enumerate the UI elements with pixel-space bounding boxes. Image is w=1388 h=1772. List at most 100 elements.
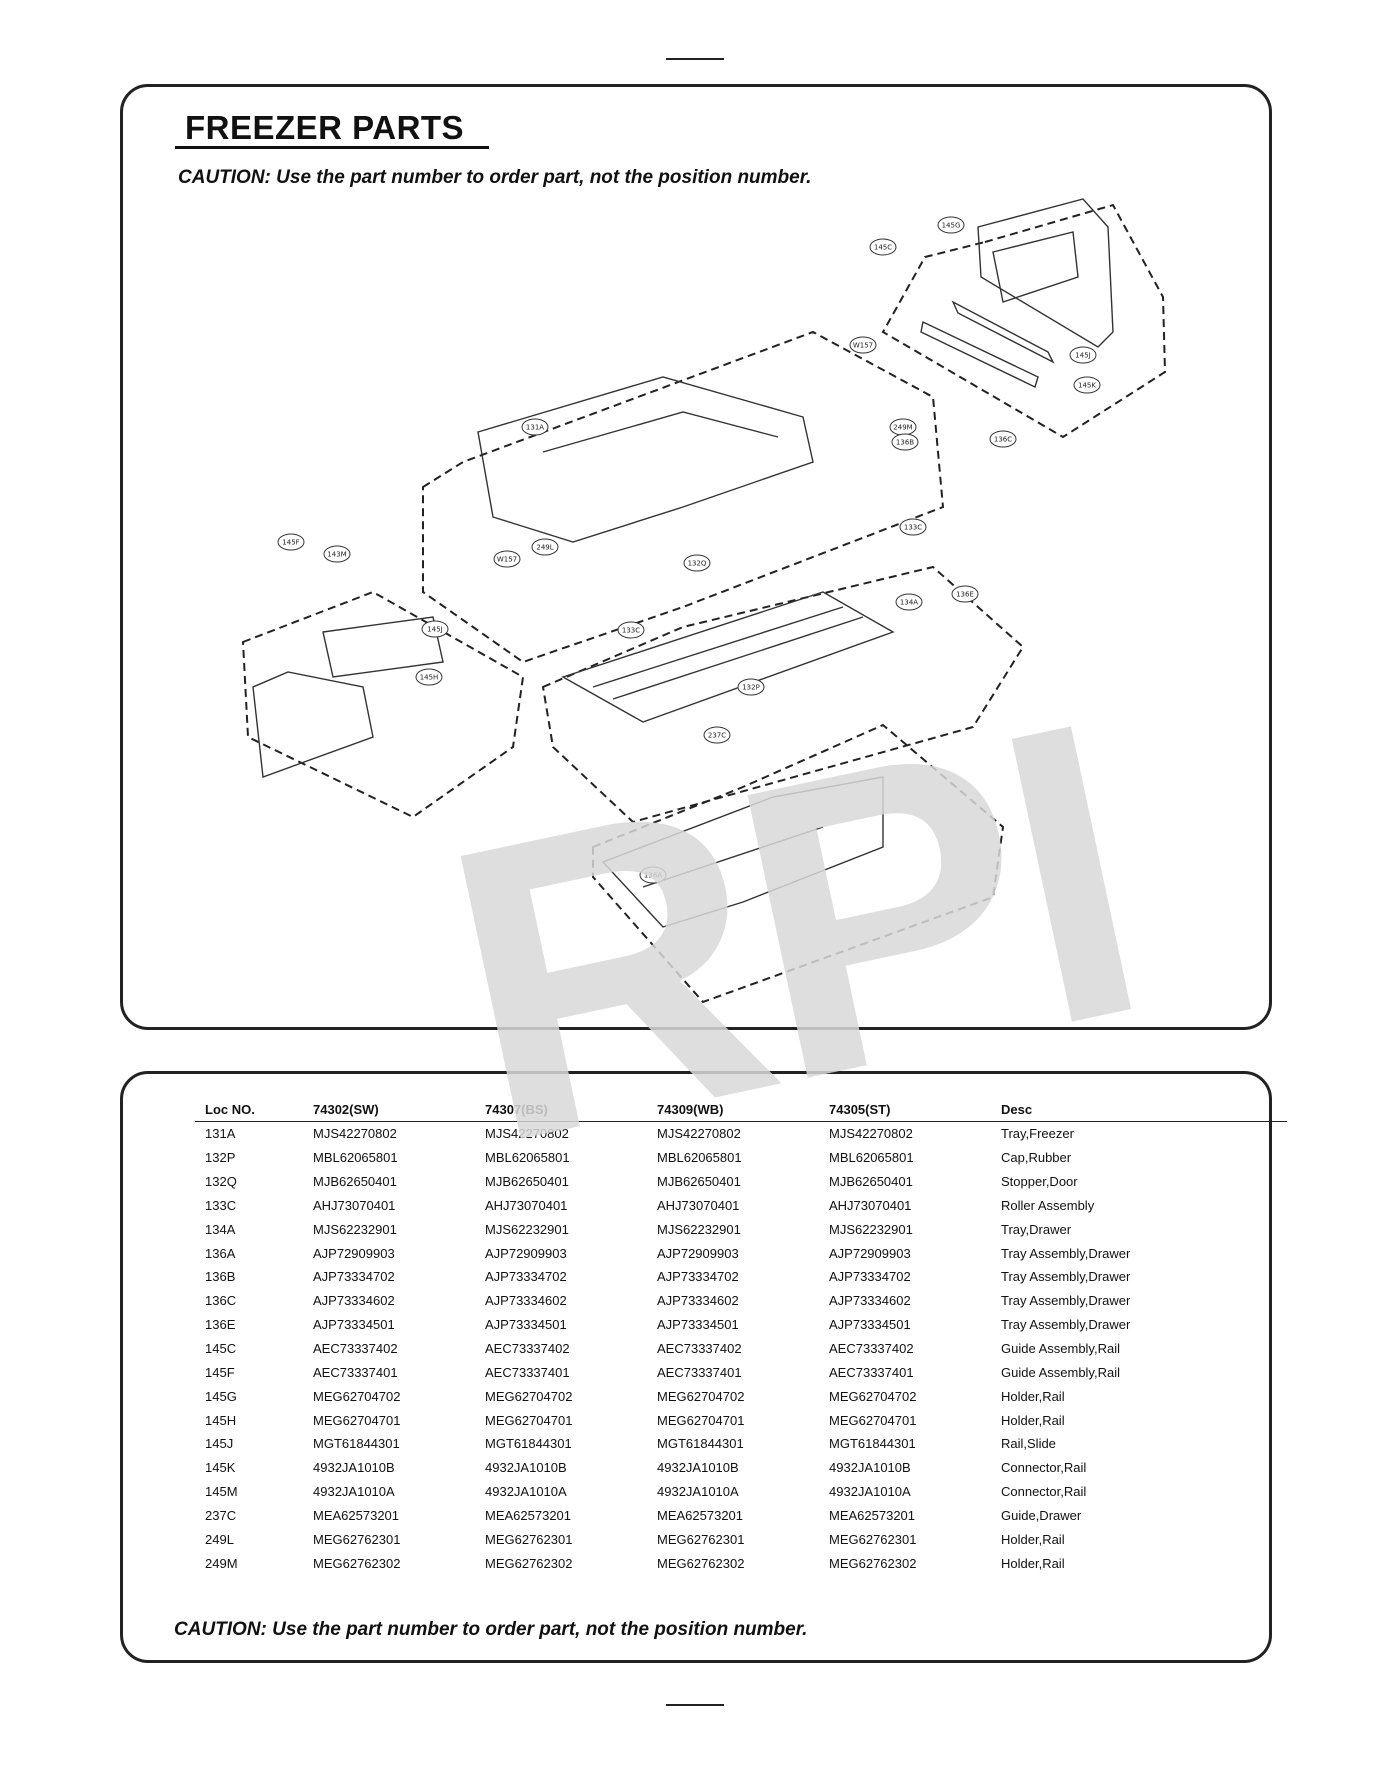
loc-no-cell: 237C: [205, 1507, 237, 1523]
desc-cell: Roller Assembly: [1001, 1197, 1095, 1213]
loc-no-cell: 145C: [205, 1341, 237, 1357]
callout-249l: 249L: [531, 538, 559, 556]
part-number-cell: AJP72909903: [313, 1245, 395, 1261]
part-number-cell: MEA62573201: [829, 1507, 916, 1523]
part-number-cell: MEA62573201: [657, 1507, 744, 1523]
part-number-cell: AEC73337401: [657, 1364, 742, 1380]
header-74302-sw: 74302(SW): [313, 1096, 485, 1122]
callout-136a: 136A: [639, 866, 667, 884]
callout-134a: 134A: [895, 593, 923, 611]
header-loc-no: Loc NO.: [195, 1096, 313, 1122]
desc-cell: Guide Assembly,Rail: [1001, 1341, 1120, 1357]
loc-no-cell: 136C: [205, 1293, 237, 1309]
callout-145j: 145J: [1069, 346, 1097, 364]
loc-no-cell: 132Q: [205, 1174, 237, 1190]
part-number-cell: 4932JA1010B: [829, 1460, 911, 1476]
svg-text:134A: 134A: [900, 599, 918, 607]
callout-145j: 145J: [421, 620, 449, 638]
callout-136b: 136B: [891, 433, 919, 451]
part-number-cell: AJP73334602: [657, 1293, 739, 1309]
desc-cell: Guide Assembly,Rail: [1001, 1364, 1120, 1380]
bottom-page-rule: [666, 1704, 724, 1706]
callout-145c: 145C: [869, 238, 897, 256]
title-underline: [175, 146, 489, 149]
desc-cell: Tray Assembly,Drawer: [1001, 1245, 1131, 1261]
diagram-panel: FREEZER PARTS CAUTION: Use the part numb…: [120, 84, 1272, 1233]
holder-rail-left: [252, 616, 444, 778]
part-number-cell: MEG62762301: [829, 1531, 917, 1547]
part-number-cell: AJP73334501: [657, 1317, 739, 1333]
svg-text:W157: W157: [853, 342, 873, 350]
part-drawings: [252, 198, 1114, 928]
part-number-cell: AJP73334602: [313, 1293, 395, 1309]
callout-237c: 237C: [703, 726, 731, 744]
callout-143m: 143M: [323, 545, 351, 563]
top-page-rule: [666, 58, 724, 60]
loc-no-cell: 136A: [205, 1245, 236, 1261]
callout-136e: 136E: [951, 585, 979, 603]
svg-text:133C: 133C: [904, 524, 922, 532]
part-number-cell: MEG62762301: [657, 1531, 745, 1547]
part-number-cell: MJB62650401: [657, 1174, 741, 1190]
part-number-cell: MJS62232901: [485, 1221, 569, 1237]
table-header-row: Loc NO. 74302(SW) 74307(BS) 74309(WB) 74…: [195, 1096, 1287, 1122]
svg-text:145J: 145J: [427, 626, 442, 634]
part-number-cell: AJP73334501: [485, 1317, 567, 1333]
page-title: FREEZER PARTS: [185, 109, 465, 146]
slide-rail-right: [920, 300, 1055, 388]
desc-cell: Tray,Drawer: [1001, 1221, 1072, 1237]
part-number-cell: MJS42270802: [829, 1126, 913, 1142]
svg-text:145F: 145F: [282, 539, 299, 547]
part-number-cell: AJP73334702: [313, 1269, 395, 1285]
callout-133c: 133C: [899, 518, 927, 536]
outline-rail-guide-right: [881, 203, 1167, 439]
part-number-cell: MBL62065801: [313, 1150, 398, 1166]
callout-145f: 145F: [277, 533, 305, 551]
outline-upper-drawer: [422, 330, 945, 664]
part-number-cell: AJP73334702: [829, 1269, 911, 1285]
desc-cell: Holder,Rail: [1001, 1531, 1065, 1547]
part-number-cell: 4932JA1010A: [829, 1484, 911, 1500]
lower-basket-body: [601, 776, 884, 928]
svg-text:136C: 136C: [994, 436, 1012, 444]
desc-cell: Tray,Freezer: [1001, 1126, 1074, 1142]
svg-text:145G: 145G: [942, 222, 961, 230]
part-number-cell: MGT61844301: [657, 1436, 744, 1452]
part-number-cell: MBL62065801: [829, 1150, 914, 1166]
part-number-cell: MEG62704701: [313, 1412, 401, 1428]
part-number-cell: AHJ73070401: [657, 1197, 740, 1213]
part-number-cell: MEG62704701: [829, 1412, 917, 1428]
holder-rail-right: [977, 198, 1114, 348]
part-number-cell: MEG62704702: [313, 1388, 401, 1404]
desc-cell: Cap,Rubber: [1001, 1150, 1072, 1166]
loc-no-cell: 249M: [205, 1555, 238, 1571]
part-number-cell: AJP72909903: [657, 1245, 739, 1261]
svg-text:136A: 136A: [644, 872, 662, 880]
callout-133c: 133C: [617, 621, 645, 639]
header-74305-st: 74305(ST): [829, 1096, 1001, 1122]
part-number-cell: MGT61844301: [829, 1436, 916, 1452]
part-number-cell: MEG62762302: [485, 1555, 573, 1571]
desc-cell: Tray Assembly,Drawer: [1001, 1269, 1131, 1285]
loc-no-cell: 249L: [205, 1531, 234, 1547]
svg-text:145H: 145H: [420, 674, 439, 682]
parts-table-panel: Loc NO. 74302(SW) 74307(BS) 74309(WB) 74…: [120, 1071, 1287, 1663]
desc-cell: Holder,Rail: [1001, 1555, 1065, 1571]
outline-tray-drawer: [541, 565, 1025, 824]
part-number-cell: MEG62704702: [829, 1388, 917, 1404]
part-number-cell: AHJ73070401: [313, 1197, 396, 1213]
svg-text:133C: 133C: [622, 627, 640, 635]
loc-no-cell: 145J: [205, 1436, 234, 1452]
caution-note-top: CAUTION: Use the part number to order pa…: [178, 167, 812, 188]
desc-cell: Connector,Rail: [1001, 1460, 1087, 1476]
